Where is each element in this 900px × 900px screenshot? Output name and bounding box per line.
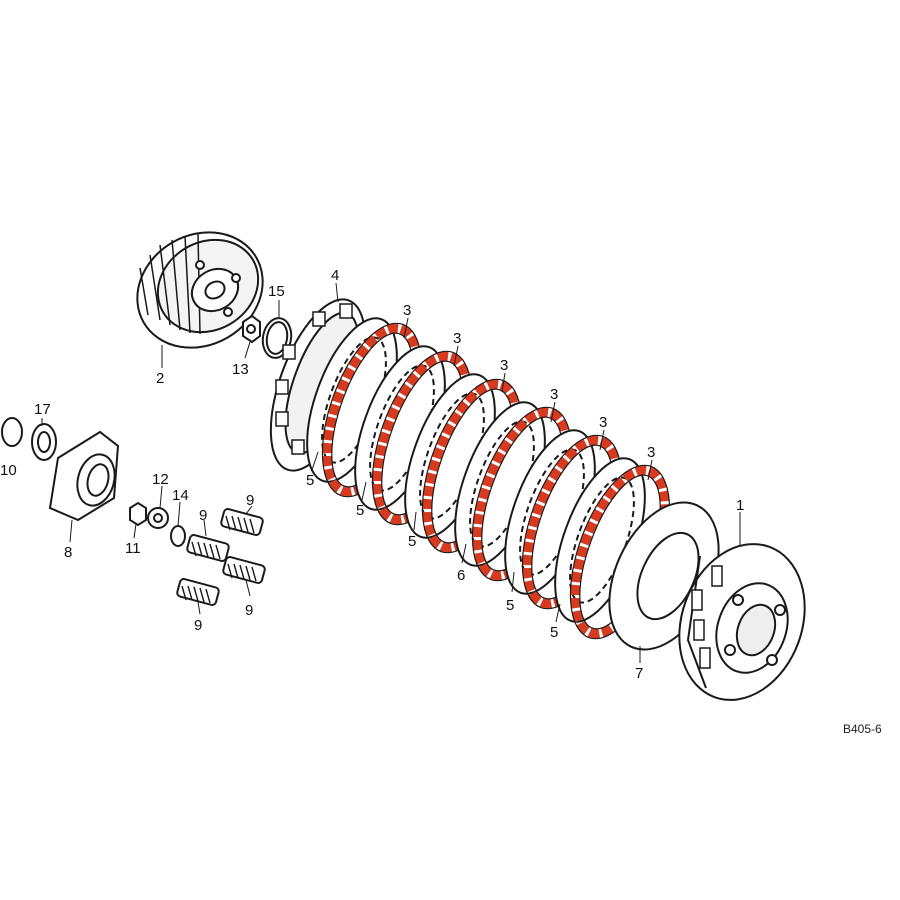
- callout-13: 13: [232, 361, 249, 378]
- callout-3: 3: [403, 302, 411, 319]
- callout-8: 8: [64, 544, 72, 561]
- part-1-clutch-center: [678, 543, 806, 701]
- callout-3: 3: [647, 444, 655, 461]
- callout-9: 9: [194, 617, 202, 634]
- callout-7: 7: [635, 665, 643, 682]
- part-9-clutch-spring: [186, 534, 230, 562]
- callout-15: 15: [268, 283, 285, 300]
- leader-lines: [41, 282, 741, 663]
- part-17-bearing: [31, 423, 57, 461]
- diagram-code: B405-6: [843, 722, 882, 736]
- callout-10: 10: [0, 462, 17, 479]
- part-10-washer: [1, 417, 23, 447]
- callout-11: 11: [125, 540, 141, 557]
- callout-3: 3: [599, 414, 607, 431]
- callout-3: 3: [500, 357, 508, 374]
- part-14-o-ring: [170, 525, 186, 547]
- callout-4: 4: [331, 267, 339, 284]
- part-8-lifter-holder: [48, 430, 120, 522]
- callout-9: 9: [246, 492, 254, 509]
- callout-5: 5: [550, 624, 558, 641]
- callout-3: 3: [550, 386, 558, 403]
- part-9-clutch-spring: [176, 578, 220, 606]
- part-9-clutch-spring: [222, 556, 266, 584]
- callout-5: 5: [408, 533, 416, 550]
- callout-17: 17: [34, 401, 51, 418]
- callout-6: 6: [457, 567, 465, 584]
- callout-1: 1: [736, 497, 744, 514]
- callout-14: 14: [172, 487, 189, 504]
- callout-5: 5: [306, 472, 314, 489]
- callout-5: 5: [506, 597, 514, 614]
- callout-2: 2: [156, 370, 164, 387]
- part-2-clutch-outer: [136, 231, 264, 349]
- part-15-snap-ring: [261, 317, 293, 359]
- part-9-clutch-spring: [220, 508, 264, 536]
- callout-9: 9: [199, 507, 207, 524]
- part-13-lock-nut: [242, 314, 261, 344]
- part-12-washer: [147, 507, 169, 529]
- callout-12: 12: [152, 471, 169, 488]
- callout-3: 3: [453, 330, 461, 347]
- part-11-bolt: [129, 501, 147, 527]
- callout-5: 5: [356, 502, 364, 519]
- callout-9: 9: [245, 602, 253, 619]
